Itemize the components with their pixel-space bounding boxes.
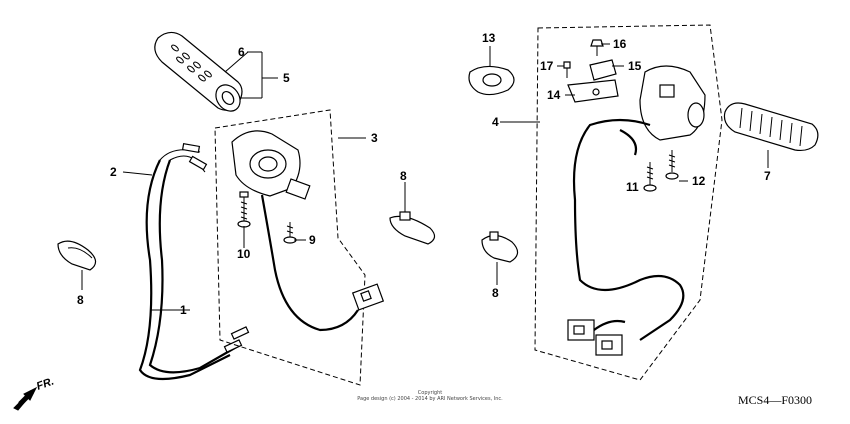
callout-8-right: 8 — [492, 286, 499, 300]
callout-12: 12 — [692, 174, 706, 188]
band-clamp-left — [57, 240, 97, 271]
callout-6: 6 — [238, 45, 245, 59]
leader-lines — [81, 43, 769, 311]
throttle-cables — [138, 142, 250, 381]
band-clamp-middle — [389, 211, 436, 245]
callout-7: 7 — [764, 169, 771, 183]
right-switch-housing — [572, 65, 706, 341]
bracket — [567, 59, 619, 103]
copyright-line-2: Page design (c) 2004 - 2014 by ARI Netwo… — [357, 396, 503, 402]
callout-11: 11 — [626, 180, 639, 194]
callout-4: 4 — [492, 115, 499, 129]
band-clamp-right — [481, 231, 519, 263]
connectors — [567, 319, 626, 356]
callout-3: 3 — [371, 131, 378, 145]
callout-8-middle: 8 — [400, 169, 407, 183]
copyright-notice: Copyright Page design (c) 2004 - 2014 by… — [330, 390, 530, 402]
diagram-code: MCS4—F0300 — [738, 393, 813, 407]
callout-1: 1 — [180, 303, 187, 317]
screw-17 — [563, 61, 571, 78]
callout-14: 14 — [547, 88, 561, 102]
throttle-grip — [154, 31, 243, 112]
right-grip — [723, 102, 819, 152]
screw-11 — [643, 162, 657, 192]
cable-clamp-13 — [468, 65, 515, 96]
front-indicator: FR. — [13, 375, 56, 411]
screw-10 — [237, 191, 251, 228]
callout-17: 17 — [540, 59, 554, 73]
screw-9 — [283, 222, 297, 244]
callout-13: 13 — [482, 31, 496, 45]
callout-10: 10 — [237, 247, 251, 261]
callout-8-left: 8 — [77, 293, 84, 307]
screw-16 — [590, 39, 604, 56]
screw-12 — [665, 150, 679, 180]
callout-labels: 6 5 2 1 3 10 9 8 8 8 4 13 16 15 17 14 11… — [77, 31, 771, 317]
callout-15: 15 — [628, 59, 642, 73]
callout-2: 2 — [110, 165, 117, 179]
callout-9: 9 — [309, 233, 316, 247]
callout-5: 5 — [283, 71, 290, 85]
front-label: FR. — [35, 375, 56, 392]
callout-16: 16 — [613, 37, 627, 51]
left-switch-housing — [231, 130, 385, 332]
copyright-line-1: Copyright — [417, 390, 443, 396]
